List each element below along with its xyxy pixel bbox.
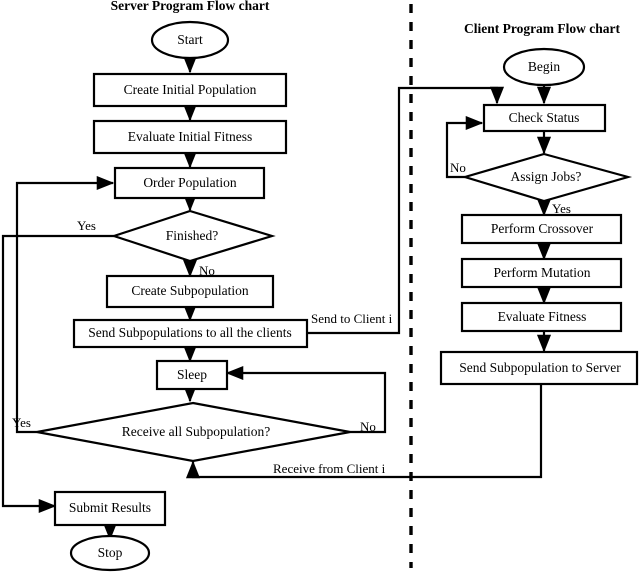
node-submit-results[interactable] (53, 490, 167, 527)
node-evaluate-fitness[interactable] (460, 301, 623, 333)
node-receive-all-decision-label: Receive all Subpopulation? (122, 424, 270, 439)
node-check-status-label: Check Status (509, 110, 580, 125)
node-start-label: Start (177, 32, 203, 47)
node-send-subpopulation-to-server-label: Send Subpopulation to Server (459, 360, 621, 375)
edge-receive-no-to-sleep (225, 365, 387, 434)
node-begin-label: Begin (528, 59, 560, 74)
node-finished-decision-label: Finished? (166, 228, 219, 243)
node-stop-label: Stop (98, 545, 123, 560)
node-send-subpopulations-label: Send Subpopulations to all the clients (88, 325, 292, 340)
edge-label-assign-yes: Yes (552, 201, 571, 216)
node-create-initial-population[interactable] (92, 72, 288, 108)
edge-label-assign-no: No (450, 160, 466, 175)
node-create-initial-population-label: Create Initial Population (124, 82, 257, 97)
node-perform-crossover[interactable] (460, 213, 623, 245)
node-create-subpopulation[interactable] (105, 274, 275, 309)
edge-label-receive-yes: Yes (12, 415, 31, 430)
node-submit-results-label: Submit Results (69, 500, 151, 515)
node-assign-jobs-decision[interactable] (461, 152, 633, 203)
edge-label-receive-no: No (360, 419, 376, 434)
node-check-status[interactable] (482, 103, 607, 133)
node-order-population[interactable] (113, 166, 266, 200)
edge-label-send-to-client: Send to Client i (311, 311, 393, 326)
node-begin[interactable] (502, 47, 586, 87)
edge-label-finished-yes: Yes (77, 218, 96, 233)
node-stop[interactable] (69, 534, 151, 572)
edge-label-finished-no: No (199, 263, 215, 278)
node-sleep[interactable] (155, 359, 229, 391)
edge-send-to-client (307, 86, 505, 335)
node-create-subpopulation-label: Create Subpopulation (131, 283, 249, 298)
node-send-subpopulation-to-server[interactable] (439, 350, 639, 386)
edge-assign-no-to-check-status (445, 115, 484, 179)
node-assign-jobs-decision-label: Assign Jobs? (511, 169, 582, 184)
node-order-population-label: Order Population (143, 175, 237, 190)
node-sleep-label: Sleep (177, 367, 207, 382)
node-start[interactable] (150, 20, 230, 60)
edge-receive-from-client (185, 385, 543, 479)
node-perform-crossover-label: Perform Crossover (491, 221, 594, 236)
node-perform-mutation[interactable] (460, 257, 623, 289)
node-evaluate-fitness-label: Evaluate Fitness (498, 309, 587, 324)
node-perform-mutation-label: Perform Mutation (493, 265, 590, 280)
node-finished-decision[interactable] (110, 209, 276, 263)
node-send-subpopulations[interactable] (72, 318, 309, 349)
server-panel-title: Server Program Flow chart (111, 0, 270, 13)
edge-receive-yes-to-order (15, 175, 115, 434)
edge-finished-yes-to-submit (1, 234, 114, 514)
node-receive-all-decision[interactable] (36, 401, 351, 463)
node-evaluate-initial-fitness-label: Evaluate Initial Fitness (128, 129, 252, 144)
client-panel-title: Client Program Flow chart (464, 21, 621, 36)
node-evaluate-initial-fitness[interactable] (92, 119, 288, 155)
edge-label-receive-from-client: Receive from Client i (273, 461, 386, 476)
